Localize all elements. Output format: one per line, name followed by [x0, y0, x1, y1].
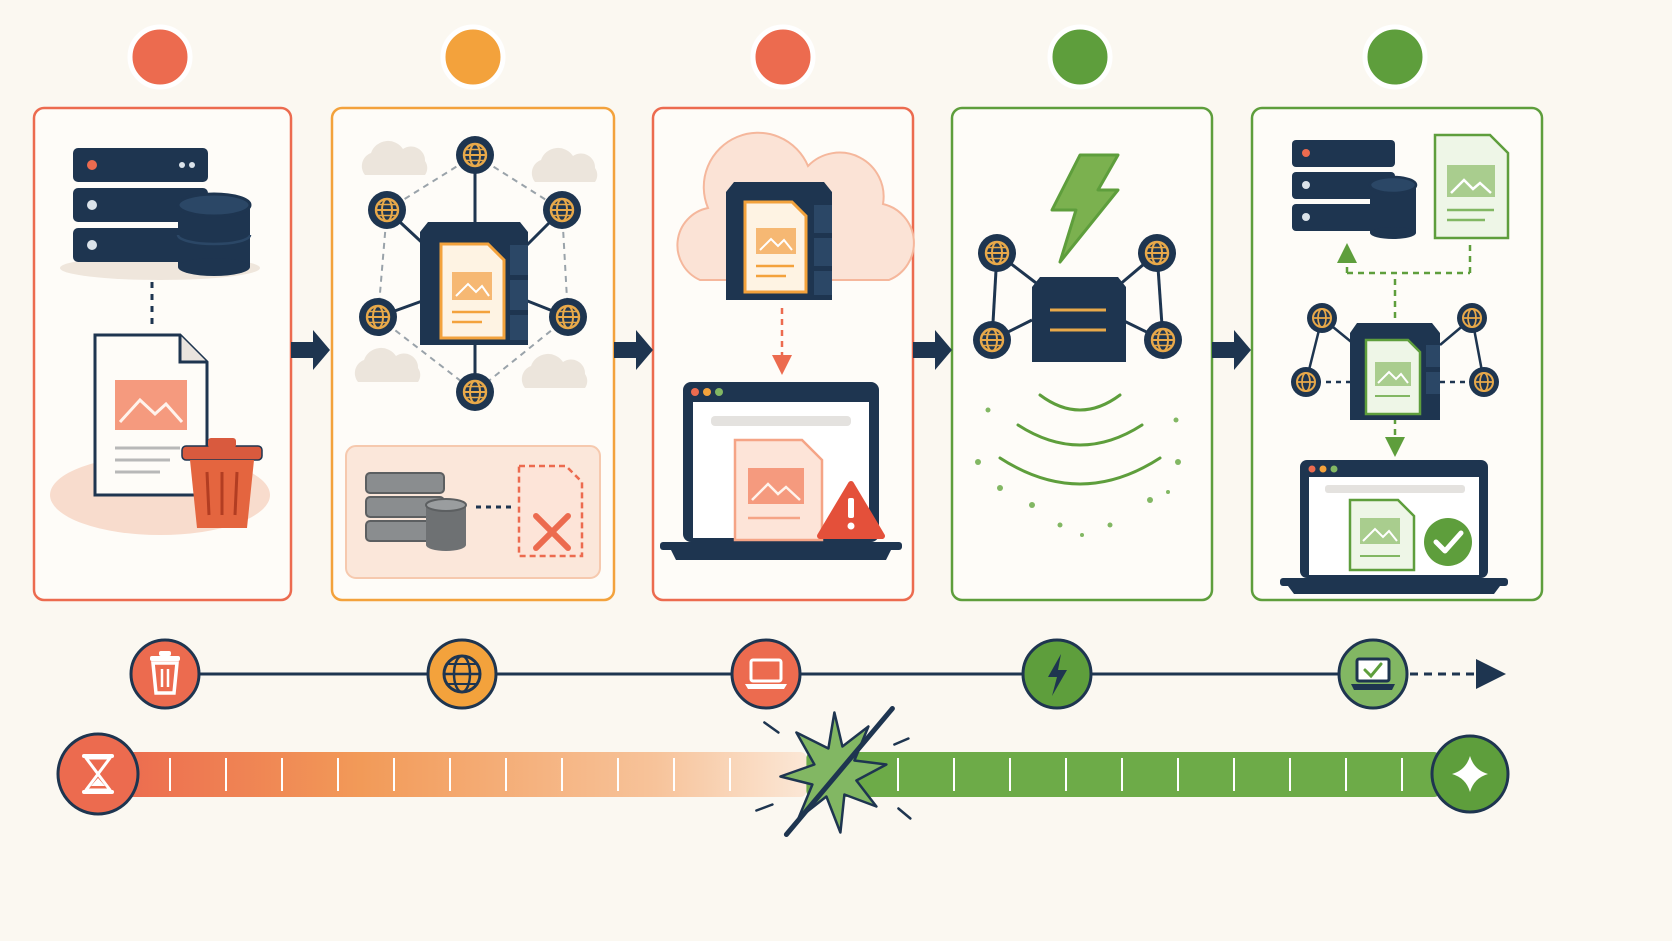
cached-document-icon: [439, 242, 506, 340]
globe-node-icon: [971, 319, 1013, 361]
warning-icon: [817, 481, 885, 539]
edge-server-icon: [1350, 323, 1440, 420]
stale-document-icon: [733, 438, 824, 542]
panel-origin-deleted: [32, 106, 293, 602]
globe-icon: [442, 654, 482, 694]
database-icon: [176, 192, 252, 276]
timeline-node-globe: [426, 638, 498, 710]
timeline-node-laptop: [730, 638, 802, 710]
laptop-check-icon: [1351, 657, 1395, 690]
arrow-right-icon: [913, 330, 952, 370]
globe-node-icon: [1456, 302, 1488, 334]
hourglass-icon: [82, 754, 114, 794]
globe-node-icon: [454, 371, 496, 413]
progress-end-node: [1430, 734, 1510, 814]
status-dot-stage-1: [127, 24, 193, 90]
purged-server-icon: [1032, 277, 1126, 362]
globe-node-icon: [1306, 302, 1338, 334]
status-dot-stage-3: [750, 24, 816, 90]
sparkle-icon: [1452, 756, 1488, 792]
globe-node-icon: [976, 232, 1018, 274]
laptop-browser-icon: [1280, 460, 1508, 594]
globe-node-icon: [1290, 366, 1322, 398]
progress-start-node: [56, 732, 140, 816]
globe-node-icon: [1142, 319, 1184, 361]
progress-bar: [56, 706, 1510, 837]
status-dot-stage-4: [1047, 24, 1113, 90]
purge-wave-icon: [998, 393, 1162, 486]
timeline-node-trash: [129, 638, 201, 710]
arrow-right-icon: [1212, 330, 1251, 370]
globe-node-icon: [366, 189, 408, 231]
progress-fresh-segment: [806, 752, 1440, 797]
globe-node-icon: [1468, 366, 1500, 398]
globe-node-icon: [547, 296, 589, 338]
globe-node-icon: [541, 189, 583, 231]
cached-server-icon: [726, 182, 832, 300]
fresh-document-icon: [1433, 133, 1510, 240]
missing-file-icon: [517, 464, 584, 558]
laptop-icon: [745, 658, 787, 689]
arrow-right-icon: [291, 330, 330, 370]
arrow-right-icon: [614, 330, 653, 370]
break-burst-icon: [755, 706, 912, 837]
globe-node-icon: [1136, 232, 1178, 274]
timeline: [129, 638, 1506, 710]
status-dot-row: [127, 24, 1428, 90]
document-image-icon: [93, 333, 209, 497]
globe-node-icon: [357, 296, 399, 338]
panel-cdn-cached: [330, 106, 616, 602]
server-rack-icon: [1292, 140, 1418, 239]
timeline-node-laptop-check: [1337, 638, 1409, 710]
status-dot-stage-5: [1362, 24, 1428, 90]
globe-node-icon: [454, 134, 496, 176]
flow-arrows: [291, 330, 1251, 370]
status-dot-stage-2: [440, 24, 506, 90]
panel-cache-purge: [950, 106, 1214, 602]
progress-stale-segment: [120, 752, 807, 797]
panel-browser-stale: [651, 106, 915, 602]
trash-bin-icon: [181, 438, 263, 528]
lightning-bolt-icon: [1050, 153, 1120, 264]
timeline-node-lightning: [1021, 638, 1093, 710]
panel-fresh-content: [1250, 106, 1544, 602]
check-circle-icon: [1424, 518, 1472, 566]
progress-ticks: [169, 758, 1403, 791]
server-rack-icon: [73, 148, 208, 262]
server-gray-icon: [365, 472, 467, 551]
trash-icon: [150, 651, 180, 695]
lightning-icon: [1048, 654, 1067, 696]
